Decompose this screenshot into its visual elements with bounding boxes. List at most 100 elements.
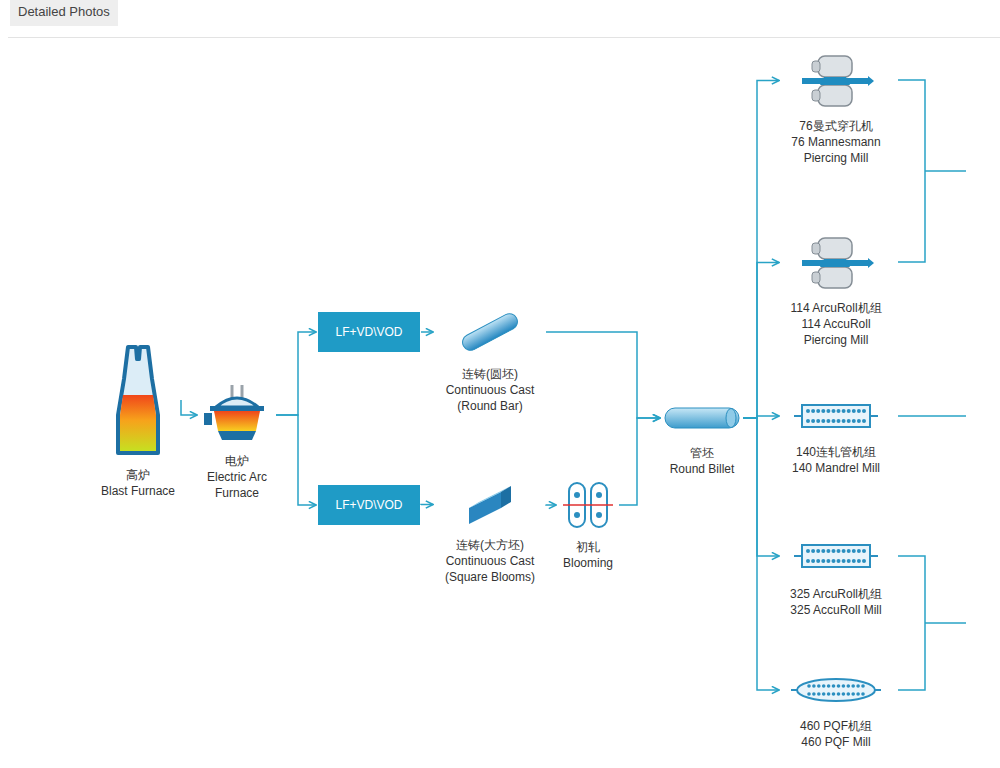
icon-part bbox=[868, 258, 874, 268]
icon-part bbox=[806, 409, 810, 413]
icon-part bbox=[832, 692, 836, 696]
icon-part bbox=[837, 684, 841, 688]
icon-part bbox=[816, 419, 820, 423]
icon-part bbox=[862, 549, 866, 553]
chinese-name: 325 ArcuRoll机组 bbox=[781, 586, 891, 602]
icon-part bbox=[837, 692, 841, 696]
process-icon-node: 76曼式穿孔机76 Mannesmann Piercing Mill bbox=[781, 53, 891, 166]
icon-part bbox=[811, 549, 815, 553]
icon-part bbox=[204, 413, 212, 425]
icon-part bbox=[847, 692, 851, 696]
icon-part bbox=[812, 90, 820, 101]
icon-part bbox=[210, 406, 264, 411]
icon-part bbox=[812, 684, 816, 688]
output-line bbox=[925, 622, 966, 624]
icon-part bbox=[856, 692, 860, 696]
flow-arrow bbox=[743, 418, 779, 690]
icon-part bbox=[852, 549, 856, 553]
icon-part bbox=[818, 238, 852, 259]
process-name: Blooming bbox=[558, 555, 618, 571]
process-name: 460 PQF Mill bbox=[781, 734, 891, 750]
equipment-icon bbox=[798, 235, 874, 290]
icon-part bbox=[857, 419, 861, 423]
process-icon-node: 140连轧管机组140 Mandrel Mill bbox=[781, 402, 891, 476]
icon-part bbox=[862, 419, 866, 423]
process-name: Blast Furnace bbox=[96, 483, 180, 499]
process-box: LF+VD\VOD bbox=[318, 485, 420, 525]
process-name: 114 AccuRoll Piercing Mill bbox=[781, 316, 891, 348]
process-icon-node: 初轧Blooming bbox=[558, 481, 618, 571]
process-icon-node: 460 PQF机组460 PQF Mill bbox=[781, 676, 891, 750]
icon-part bbox=[806, 559, 810, 563]
chinese-name: 460 PQF机组 bbox=[781, 718, 891, 734]
icon-part bbox=[847, 684, 851, 688]
icon-part bbox=[120, 395, 156, 451]
icon-part bbox=[857, 549, 861, 553]
chinese-name: 高炉 bbox=[96, 467, 180, 483]
chinese-name: 初轧 bbox=[558, 539, 618, 555]
icon-part bbox=[806, 419, 810, 423]
icon-part bbox=[827, 692, 831, 696]
icon-part bbox=[832, 409, 836, 413]
icon-part bbox=[842, 692, 846, 696]
icon-part bbox=[797, 679, 875, 701]
flow-arrow bbox=[546, 504, 556, 506]
icon-part bbox=[847, 549, 851, 553]
icon-part bbox=[811, 419, 815, 423]
icon-part bbox=[816, 549, 820, 553]
icon-part bbox=[857, 409, 861, 413]
icon-part bbox=[460, 312, 520, 352]
icon-part bbox=[832, 549, 836, 553]
icon-part bbox=[847, 409, 851, 413]
chinese-name: 管坯 bbox=[662, 445, 742, 461]
icon-part bbox=[862, 409, 866, 413]
flow-arrow bbox=[421, 331, 433, 333]
divider-line bbox=[8, 37, 1000, 38]
icon-part bbox=[574, 512, 580, 518]
flow-arrow bbox=[421, 504, 433, 506]
icon-part bbox=[811, 559, 815, 563]
process-name: 140 Mandrel Mill bbox=[781, 460, 891, 476]
equipment-icon bbox=[794, 542, 878, 570]
process-name: Continuous Cast (Square Blooms) bbox=[435, 553, 545, 585]
icon-part bbox=[214, 411, 260, 431]
icon-part bbox=[665, 408, 739, 428]
process-name: LF+VD\VOD bbox=[335, 324, 402, 340]
icon-part bbox=[821, 419, 825, 423]
icon-part bbox=[216, 398, 258, 407]
icon-part bbox=[842, 559, 846, 563]
chinese-name: 连铸(圆坯) bbox=[435, 366, 545, 382]
icon-part bbox=[832, 559, 836, 563]
icon-part bbox=[852, 559, 856, 563]
icon-part bbox=[818, 85, 852, 106]
icon-part bbox=[726, 409, 736, 428]
icon-part bbox=[856, 684, 860, 688]
icon-part bbox=[822, 684, 826, 688]
icon-part bbox=[832, 684, 836, 688]
chinese-name: 140连轧管机组 bbox=[781, 444, 891, 460]
flow-arrow bbox=[743, 418, 779, 556]
process-name: Continuous Cast (Round Bar) bbox=[435, 382, 545, 414]
flow-arrow bbox=[743, 263, 779, 419]
icon-part bbox=[847, 559, 851, 563]
icon-part bbox=[832, 419, 836, 423]
icon-part bbox=[851, 692, 855, 696]
output-line bbox=[898, 556, 925, 690]
process-icon-node: 管坯Round Billet bbox=[662, 405, 742, 477]
process-icon-node: 连铸(圆坯)Continuous Cast (Round Bar) bbox=[435, 312, 545, 414]
process-name: 325 AccuRoll Mill bbox=[781, 602, 891, 618]
output-line bbox=[898, 415, 966, 417]
icon-part bbox=[574, 492, 580, 498]
icon-part bbox=[852, 409, 856, 413]
icon-part bbox=[820, 77, 850, 85]
flow-arrow bbox=[619, 418, 660, 505]
icon-part bbox=[817, 692, 821, 696]
process-icon-node: 电炉Electric Arc Furnace bbox=[199, 385, 275, 501]
icon-part bbox=[826, 409, 830, 413]
icon-part bbox=[469, 492, 501, 524]
equipment-icon bbox=[563, 481, 613, 529]
process-name: 76 Mannesmann Piercing Mill bbox=[781, 134, 891, 166]
equipment-icon bbox=[663, 405, 741, 431]
process-name: Electric Arc Furnace bbox=[199, 469, 275, 501]
equipment-icon bbox=[455, 312, 525, 352]
